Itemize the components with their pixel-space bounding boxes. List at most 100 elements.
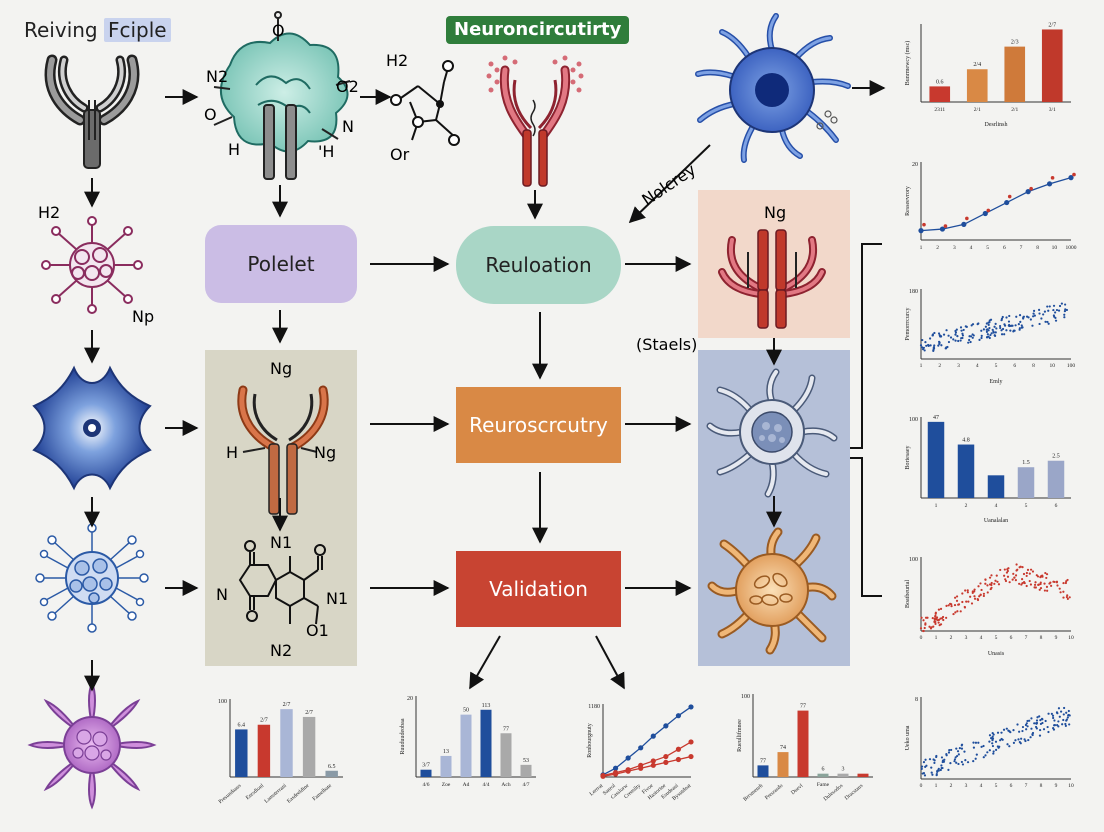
right-5-point-103 [949,602,952,605]
right-5-point-81 [1022,572,1026,576]
right-5-xtick-6: 6 [1010,635,1013,641]
right-1-data-label-3: 2/7 [1048,22,1056,28]
right-5-point-134 [954,596,957,599]
right-6-point-72 [1047,730,1050,734]
right-3-point-54 [1018,314,1022,317]
bottom-4-bar-3 [817,773,829,777]
right-3-point-116 [988,326,991,330]
right-3-point-128 [1040,317,1043,320]
right-5-point-32 [965,600,968,603]
right-3-point-178 [921,348,925,351]
right-5-point-143 [945,616,948,619]
right-2-xtick-7: 8 [1036,245,1039,251]
right-6-point-17 [928,758,932,761]
right-5-point-29 [1034,586,1037,589]
label-h-panel: H [226,443,238,462]
right-6-point-103 [922,760,926,764]
gray-neuron-icon [706,368,838,498]
right-3-point-32 [985,322,988,325]
right-5-point-26 [986,584,989,587]
right-3-point-13 [1063,316,1066,319]
bottom-3-series-1-point-5 [663,753,669,760]
label-top-n2: N2 [206,67,228,86]
right-3-point-158 [956,335,959,338]
right-1-xtick-3: 3/1 [1049,107,1056,113]
right-3-point-114 [969,340,972,344]
right-3-point-146 [976,322,979,326]
right-4-bar-2 [987,475,1005,498]
bottom-2-data-label-3: 113 [482,703,491,709]
right-3-point-37 [1048,305,1051,308]
right-3-point-168 [944,347,948,350]
right-5-point-54 [953,603,957,607]
right-5-point-0 [928,625,931,628]
right-6-point-53 [1068,723,1071,726]
right-6-point-6 [955,761,958,764]
right-6-xtick-0: 0 [920,783,923,789]
bottom-3-series-0-point-7 [688,704,694,710]
right-6-point-110 [1029,736,1032,739]
bottom-4-ytick-top: 100 [741,694,750,700]
right-5-point-167 [1043,582,1046,585]
right-6-point-175 [1012,729,1015,732]
right-3-point-80 [999,326,1002,330]
title-center: Neuroncircutirty [446,16,630,44]
right-5-point-96 [1045,573,1049,576]
bottom-2-xtick-5: 4/7 [522,782,529,788]
label-ng-panel: Ng [270,359,292,378]
right-5-point-150 [1021,565,1024,569]
right-6-point-111 [1035,719,1039,722]
right-5-point-44 [955,595,959,598]
bottom-1-bar-1 [257,724,271,777]
right-6-point-106 [996,745,999,748]
right-6-point-166 [932,758,935,761]
right-3-point-136 [961,332,964,335]
bottom-4-xtick-1: Presrasdo [764,783,784,802]
label-top-n: N [342,117,354,136]
right-6-point-49 [1005,727,1008,730]
right-5-point-109 [1028,572,1031,575]
right-5-point-160 [1048,582,1051,585]
bottom-1-xtick-4: Famelbate [312,783,334,803]
bottom-2-xtick-3: 4/4 [482,782,489,788]
right-3-point-33 [987,329,990,332]
right-6-point-42 [988,749,991,752]
right-6-point-47 [958,747,961,750]
right-6-point-116 [980,745,983,748]
right-4-xlabel: Uanalalan [984,518,1008,524]
right-4-data-label-4: 2.5 [1052,454,1060,460]
right-6-point-45 [940,756,944,759]
bottom-3-ylabel: Ronbourgnuty [587,723,593,758]
right-3-point-0 [993,325,996,328]
right-6-point-32 [1044,719,1047,723]
right-4-bar-0 [927,421,945,498]
right-5-xtick-2: 2 [950,635,953,641]
right-5-ytick-top: 100 [909,557,918,563]
right-6-xtick-3: 3 [965,783,968,789]
right-6-point-24 [996,731,1000,734]
right-5-point-35 [977,585,980,588]
right-1-data-label-1: 2/4 [973,62,981,68]
right-3-point-34 [959,339,962,342]
right-3-point-117 [1054,319,1058,322]
right-2-series-0-line [920,176,1072,232]
molecule-network-icon [41,216,143,314]
bottom-3-series-0-point-4 [650,733,656,739]
right-5-xtick-10: 10 [1068,635,1074,641]
right-6-ytick-top: 8 [915,697,918,703]
right-6-point-100 [1064,722,1067,726]
right-3-point-161 [993,334,996,337]
right-2-xtick-0: 1 [920,245,923,251]
right-3-point-40 [1003,333,1006,336]
right-3-point-69 [921,338,924,342]
bottom-2-xtick-2: Ad [463,782,470,788]
right-6-point-169 [1027,738,1030,742]
bottom-4-data-label-2: 77 [800,704,806,710]
right-6-xtick-1: 1 [935,783,938,789]
right-6-point-141 [1025,728,1028,731]
right-6-point-134 [950,748,953,752]
right-5-point-46 [1014,574,1018,577]
right-4-xtick-4: 6 [1055,503,1058,509]
right-5-point-153 [1006,575,1010,578]
